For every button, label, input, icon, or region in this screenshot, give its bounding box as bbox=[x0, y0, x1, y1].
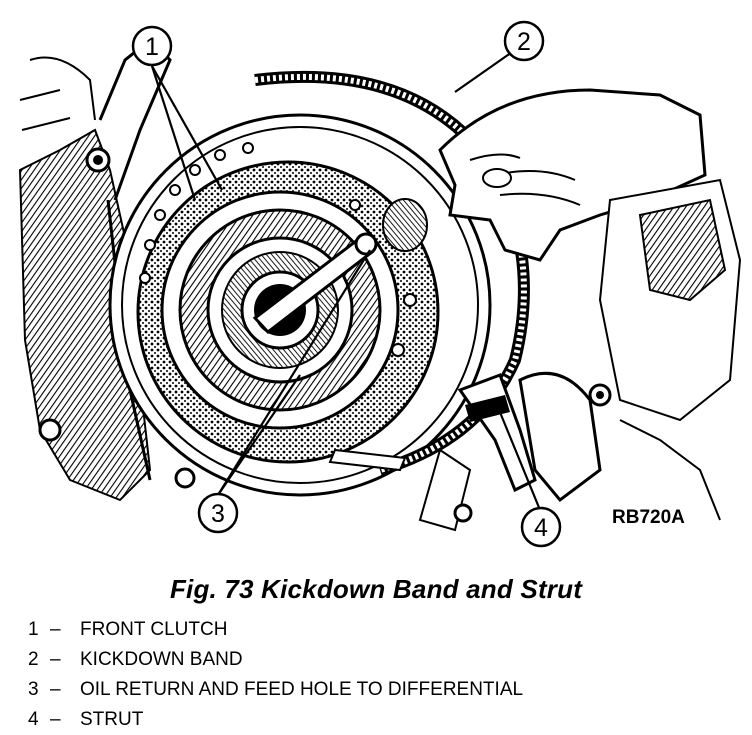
callout-3-label: 3 bbox=[211, 500, 225, 528]
legend-number: 4 bbox=[28, 709, 39, 730]
legend-list: 1–FRONT CLUTCH 2–KICKDOWN BAND 3–OIL RET… bbox=[28, 615, 523, 735]
callout-4: 4 bbox=[520, 506, 562, 548]
figure-caption: Fig. 73 Kickdown Band and Strut bbox=[169, 574, 583, 604]
legend-label: KICKDOWN BAND bbox=[80, 649, 243, 670]
strut-assembly bbox=[418, 371, 602, 532]
callout-2: 2 bbox=[503, 20, 545, 62]
transmission-illustration: 1 2 3 4 RB720A bbox=[18, 20, 742, 548]
legend-dash: – bbox=[50, 619, 61, 640]
callout-3: 3 bbox=[197, 492, 239, 534]
legend-dash: – bbox=[50, 709, 61, 730]
legend-label: STRUT bbox=[80, 709, 144, 730]
legend-label: FRONT CLUTCH bbox=[80, 619, 228, 640]
legend-number: 2 bbox=[28, 649, 39, 670]
legend-item: 4–STRUT bbox=[28, 705, 523, 735]
legend-dash: – bbox=[50, 679, 61, 700]
callout-4-label: 4 bbox=[534, 514, 548, 542]
legend-item: 3–OIL RETURN AND FEED HOLE TO DIFFERENTI… bbox=[28, 675, 523, 705]
callout-2-label: 2 bbox=[517, 28, 531, 56]
legend-number: 1 bbox=[28, 619, 39, 640]
callout-1-label: 1 bbox=[145, 33, 159, 61]
hand-illustration bbox=[438, 88, 707, 262]
transmission-case-left bbox=[18, 37, 196, 502]
figure-reference-code: RB720A bbox=[612, 507, 685, 528]
legend-number: 3 bbox=[28, 679, 39, 700]
callout-1: 1 bbox=[131, 25, 173, 67]
transmission-case-right bbox=[588, 178, 742, 521]
legend-item: 1–FRONT CLUTCH bbox=[28, 615, 523, 645]
legend-label: OIL RETURN AND FEED HOLE TO DIFFERENTIAL bbox=[80, 679, 524, 700]
legend-dash: – bbox=[50, 649, 61, 670]
callout-leaders bbox=[150, 49, 542, 511]
legend-item: 2–KICKDOWN BAND bbox=[28, 645, 523, 675]
front-clutch-drum bbox=[108, 113, 492, 497]
